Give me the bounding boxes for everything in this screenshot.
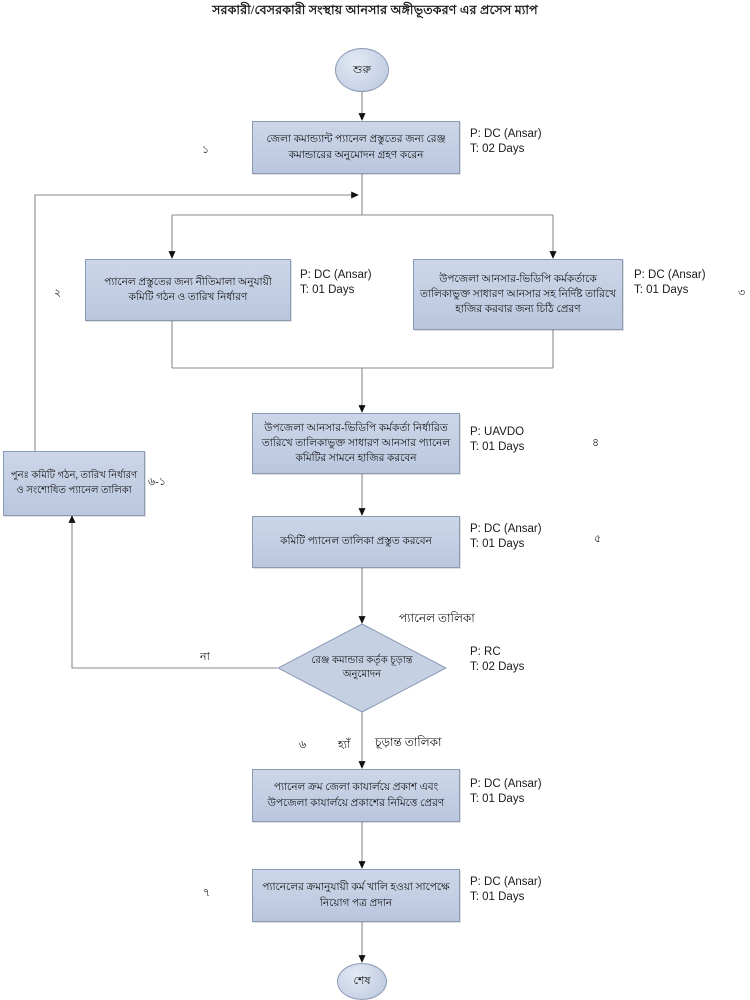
meta-node-4-time: T: 01 Days <box>470 441 525 453</box>
meta-node-2-person: P: DC (Ansar) <box>300 269 372 281</box>
decision-node-label: রেঞ্জ কমান্ডার কর্তৃক চূড়ান্ত অনুমোদন <box>311 655 413 680</box>
meta-node-3-time: T: 01 Days <box>634 284 689 296</box>
meta-node-1-time: T: 02 Days <box>470 143 525 155</box>
decision-node-label-wrap: রেঞ্জ কমান্ডার কর্তৃক চূড়ান্ত অনুমোদন <box>277 623 447 713</box>
meta-node-8-person: P: DC (Ansar) <box>470 876 542 888</box>
terminal-end: শেষ <box>337 963 387 1000</box>
edge-label-panel-list: প্যানেল তালিকা <box>399 611 475 625</box>
step-number-rework: ৬-১ <box>148 476 166 488</box>
meta-node-2-time: T: 01 Days <box>300 284 355 296</box>
step-number-2: ২ <box>54 287 62 299</box>
meta-node-8-time: T: 01 Days <box>470 891 525 903</box>
process-node-4-label: উপজেলা আনসার-ভিডিপি কর্মকর্তা নির্ধারিত … <box>261 422 451 465</box>
process-node-2[interactable]: প্যানেল প্রস্তুতের জন্য নীতিমালা অনুযায়… <box>85 259 291 321</box>
meta-node-7-person: P: DC (Ansar) <box>470 778 542 790</box>
meta-node-5-person: P: DC (Ansar) <box>470 523 542 535</box>
meta-node-7-time: T: 01 Days <box>470 793 525 805</box>
process-node-1[interactable]: জেলা কমান্ড্যান্ট প্যানেল প্রস্তুতের জন্… <box>252 121 460 174</box>
edge-label-yes: হ্যাঁ <box>338 739 351 751</box>
step-number-7: ৭ <box>203 887 211 899</box>
meta-node-6-person: P: RC <box>470 646 501 658</box>
meta-node-4-person: P: UAVDO <box>470 426 525 438</box>
edge-label-final-list: চূড়ান্ত তালিকা <box>375 735 442 749</box>
terminal-end-label: শেষ <box>353 975 371 987</box>
terminal-start: শুরু <box>335 48 389 92</box>
edge-label-no: না <box>200 651 210 663</box>
process-node-rework-label: পুনঃ কমিটি গঠন, তারিখ নির্ধারণ ও সংশোধিত… <box>10 470 138 496</box>
step-number-5: ৫ <box>594 533 602 545</box>
decision-node[interactable]: রেঞ্জ কমান্ডার কর্তৃক চূড়ান্ত অনুমোদন <box>277 623 447 713</box>
meta-node-5-time: T: 01 Days <box>470 538 525 550</box>
edge-diamond-no-to-n9 <box>68 515 277 669</box>
process-node-8[interactable]: প্যানেলের ক্রমানুযায়ী কর্ম খালি হওয়া স… <box>252 869 460 922</box>
process-node-7[interactable]: প্যানেল ক্রম জেলা কাযার্লয়ে প্রকাশ এবং … <box>252 769 460 822</box>
page-title: সরকারী/বেসরকারী সংস্থায় আনসার অঙ্গীভূতক… <box>212 3 538 17</box>
process-node-8-label: প্যানেলের ক্রমানুযায়ী কর্ম খালি হওয়া স… <box>262 882 450 909</box>
process-node-3[interactable]: উপজেলা আনসার-ভিডিপি কর্মকর্তাকে তালিকাভু… <box>413 259 623 330</box>
decision-diamond-shape <box>277 623 447 713</box>
process-node-1-label: জেলা কমান্ড্যান্ট প্যানেল প্রস্তুতের জন্… <box>266 134 446 161</box>
process-node-5[interactable]: কমিটি প্যানেল তালিকা প্রস্তুত করবেন <box>252 516 460 568</box>
terminal-start-label: শুরু <box>353 63 371 76</box>
process-node-rework[interactable]: পুনঃ কমিটি গঠন, তারিখ নির্ধারণ ও সংশোধিত… <box>3 451 145 516</box>
process-node-7-label: প্যানেল ক্রম জেলা কাযার্লয়ে প্রকাশ এবং … <box>267 782 445 809</box>
step-number-4: ৪ <box>592 437 600 449</box>
process-node-4[interactable]: উপজেলা আনসার-ভিডিপি কর্মকর্তা নির্ধারিত … <box>252 413 460 474</box>
process-node-5-label: কমিটি প্যানেল তালিকা প্রস্তুত করবেন <box>280 536 432 548</box>
meta-node-3-person: P: DC (Ansar) <box>634 269 706 281</box>
meta-node-6-time: T: 02 Days <box>470 661 525 673</box>
process-node-2-label: প্যানেল প্রস্তুতের জন্য নীতিমালা অনুযায়… <box>104 276 272 303</box>
step-number-6: ৬ <box>299 739 307 751</box>
step-number-3: ৩ <box>738 287 746 299</box>
meta-node-1-person: P: DC (Ansar) <box>470 128 542 140</box>
process-node-3-label: উপজেলা আনসার-ভিডিপি কর্মকর্তাকে তালিকাভু… <box>420 273 616 316</box>
step-number-1: ১ <box>202 144 210 156</box>
